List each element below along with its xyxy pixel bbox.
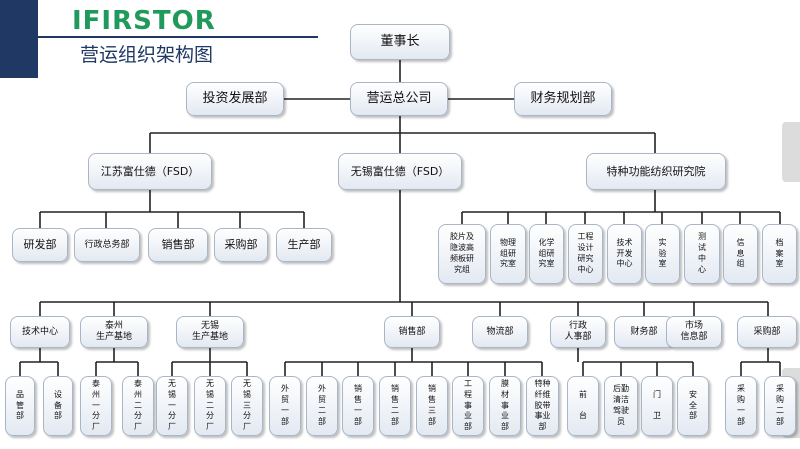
node-foreign-trade-2: 外 贸 二 部 bbox=[306, 376, 338, 436]
node-admin-hr-dept: 行政 人事部 bbox=[550, 316, 606, 348]
node-adhesive-biz: 膜 材 事 业 部 bbox=[489, 376, 521, 436]
node-sales-1: 销 售 一 部 bbox=[342, 376, 374, 436]
node-head-company: 营运总公司 bbox=[350, 82, 448, 116]
company-logo: IFIRSTOR bbox=[72, 6, 216, 36]
node-sales-3: 销 售 三 部 bbox=[416, 376, 448, 436]
node-lab-tech: 技术 开发 中心 bbox=[607, 224, 642, 284]
node-institute: 特种功能纺织研究院 bbox=[586, 153, 726, 190]
node-gatekeeper: 门 卫 bbox=[641, 376, 673, 436]
node-js-admin: 行政总务部 bbox=[74, 228, 140, 262]
node-lab-archive: 档 案 室 bbox=[762, 224, 797, 284]
node-quality-dept: 品 管 部 bbox=[5, 376, 35, 436]
node-js-sales: 销售部 bbox=[148, 228, 208, 262]
page-title: 营运组织架构图 bbox=[80, 44, 214, 66]
node-foreign-trade-1: 外 贸 一 部 bbox=[269, 376, 301, 436]
node-purchasing-1: 采 购 一 部 bbox=[725, 376, 757, 436]
node-tech-center: 技术中心 bbox=[10, 316, 70, 348]
node-js-purchase: 采购部 bbox=[214, 228, 268, 262]
node-tz-factory-1: 泰 州 一 分 厂 bbox=[80, 376, 112, 436]
node-lab-film: 胶片及 隐波高 频板研 究组 bbox=[438, 224, 486, 284]
node-finance-planning-dept: 财务规划部 bbox=[514, 82, 612, 116]
node-js-rd: 研发部 bbox=[12, 228, 68, 262]
node-lab-chem: 化学 组研 究室 bbox=[529, 224, 564, 284]
node-logistics-dept: 物流部 bbox=[472, 316, 528, 348]
node-js-production: 生产部 bbox=[276, 228, 332, 262]
node-wx-factory-3: 无 锡 三 分 厂 bbox=[231, 376, 263, 436]
node-logistics-support: 后勤 清洁 驾驶 员 bbox=[604, 376, 638, 436]
node-purchasing-2: 采 购 二 部 bbox=[764, 376, 796, 436]
node-lab-physics: 物理 组研 究室 bbox=[490, 224, 526, 284]
header-accent-bar bbox=[0, 0, 38, 78]
node-wuxi-fsd: 无锡富仕德（FSD） bbox=[338, 153, 462, 190]
node-engineering-biz: 工 程 事 业 部 bbox=[452, 376, 484, 436]
node-lab-testing: 测 试 中 心 bbox=[684, 224, 720, 284]
node-tz-factory-2: 泰 州 二 分 厂 bbox=[122, 376, 154, 436]
node-taizhou-base: 泰州 生产基地 bbox=[80, 316, 148, 348]
node-purchasing-dept: 采购部 bbox=[737, 316, 797, 348]
header-rule bbox=[38, 36, 318, 38]
node-lab-experiment: 实 验 室 bbox=[645, 224, 680, 284]
node-investment-dept: 投资发展部 bbox=[186, 82, 284, 116]
node-safety-dept: 安 全 部 bbox=[677, 376, 709, 436]
node-sales-2: 销 售 二 部 bbox=[379, 376, 411, 436]
node-wx-factory-2: 无 锡 二 分 厂 bbox=[194, 376, 226, 436]
node-sales-dept: 销售部 bbox=[384, 316, 440, 348]
node-wx-factory-1: 无 锡 一 分 厂 bbox=[156, 376, 188, 436]
node-lab-info: 信 息 组 bbox=[723, 224, 758, 284]
node-special-fiber-biz: 特种 纤维 胶带 事业 部 bbox=[526, 376, 559, 436]
node-front-desk: 前 台 bbox=[567, 376, 599, 436]
node-equipment-dept: 设 备 部 bbox=[43, 376, 73, 436]
node-jiangsu-fsd: 江苏富仕德（FSD） bbox=[88, 153, 212, 190]
node-chairman: 董事长 bbox=[350, 24, 450, 60]
node-market-info-dept: 市场 信息部 bbox=[666, 316, 722, 348]
node-finance-dept: 财务部 bbox=[614, 316, 674, 348]
node-lab-engineering: 工程 设计 研究 中心 bbox=[568, 224, 603, 284]
node-wuxi-base: 无锡 生产基地 bbox=[176, 316, 244, 348]
edge-decoration bbox=[782, 122, 800, 182]
